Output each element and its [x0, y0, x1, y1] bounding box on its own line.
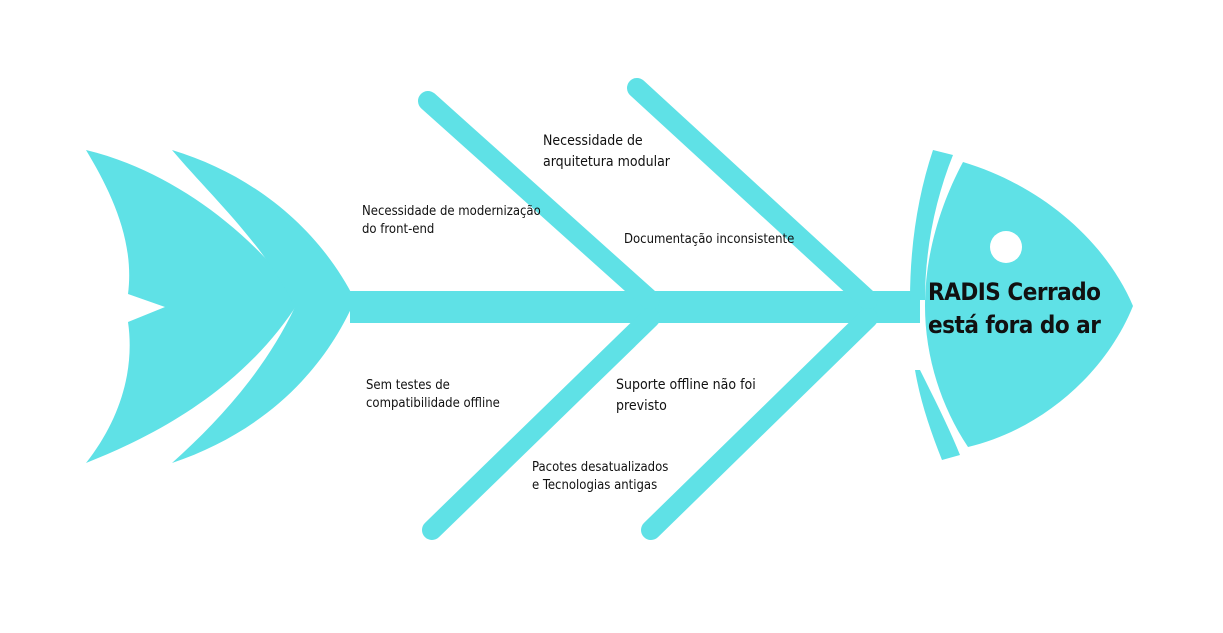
bone-bottom-left	[422, 308, 660, 540]
gill-top	[910, 150, 953, 300]
cause-bottom-left-outer: Sem testes de compatibilidade offline	[366, 378, 500, 411]
fish-head	[925, 162, 1133, 447]
bone-top-right	[627, 78, 878, 310]
gill-bottom	[915, 370, 960, 460]
tail-fin-inner	[172, 150, 355, 463]
tail-fin-outer	[86, 150, 300, 463]
cause-top-left-outer: Necessidade de modernização do front-end	[362, 204, 541, 237]
fish-eye	[990, 231, 1022, 263]
bone-bottom-right	[641, 308, 878, 540]
cause-top-right-inner: Documentação inconsistente	[624, 232, 795, 247]
cause-bottom-mid: Pacotes desatualizados e Tecnologias ant…	[532, 460, 669, 493]
cause-bottom-right-inner: Suporte offline não foi previsto	[616, 377, 756, 414]
effect-title: RADIS Cerrado está fora do ar	[928, 278, 1101, 339]
bone-top-left	[418, 91, 660, 310]
cause-top-right-outer: Necessidade de arquitetura modular	[543, 133, 670, 170]
